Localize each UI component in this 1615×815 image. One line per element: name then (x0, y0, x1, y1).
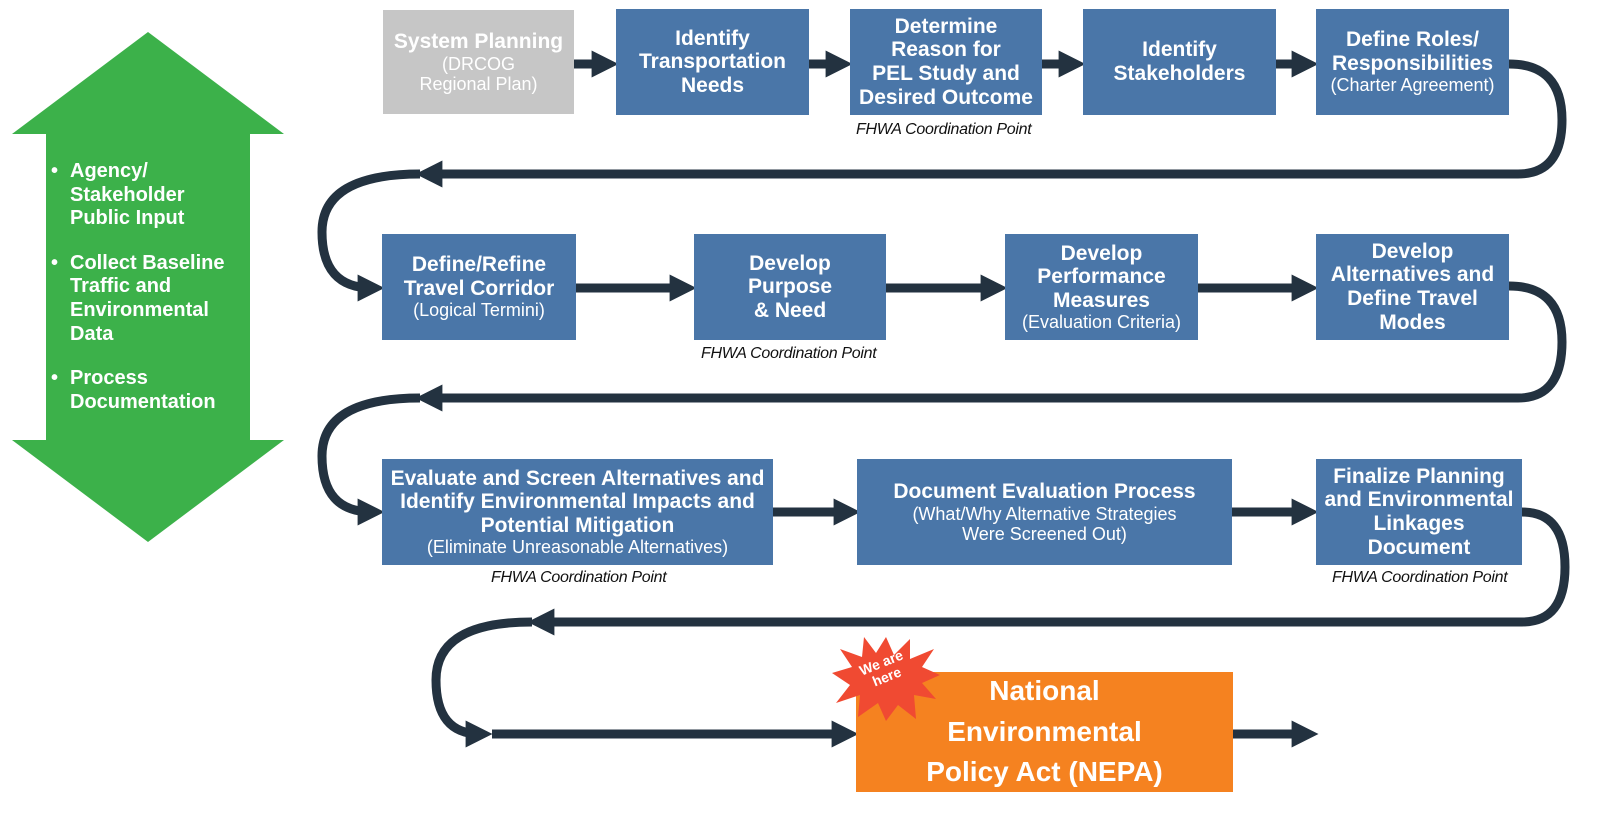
step-subtitle: (What/Why Alternative Strategies Were Sc… (912, 503, 1177, 544)
step-define-corridor: Define/Refine Travel Corridor (Logical T… (382, 234, 576, 340)
step-subtitle: (DRCOG Regional Plan) (419, 53, 538, 94)
step-title: Determine Reason for PEL Study and Desir… (859, 14, 1033, 109)
coordination-point-label: FHWA Coordination Point (701, 345, 877, 362)
step-title: Define Roles/ Responsibilities (1331, 28, 1494, 75)
step-purpose-need: Develop Purpose & Need (694, 234, 886, 340)
step-develop-alternatives: Develop Alternatives and Define Travel M… (1316, 234, 1509, 340)
return-curve-3 (431, 617, 533, 748)
return-line-2 (415, 281, 1567, 412)
step-title: Finalize Planning and Environmental Link… (1324, 464, 1514, 559)
return-curve-1 (317, 169, 421, 302)
return-line-1 (415, 59, 1567, 188)
return-line-3 (527, 507, 1570, 636)
step-title: Identify Stakeholders (1113, 38, 1246, 85)
step-performance-measures: Develop Performance Measures (Evaluation… (1005, 234, 1198, 340)
step-title: Develop Alternatives and Define Travel M… (1330, 239, 1495, 334)
step-document-evaluation: Document Evaluation Process (What/Why Al… (857, 459, 1232, 565)
step-title: Develop Purpose & Need (747, 251, 833, 322)
we-are-here-starburst (832, 637, 940, 721)
step-title: Document Evaluation Process (893, 480, 1196, 504)
step-subtitle: (Evaluation Criteria) (1021, 312, 1182, 333)
step-determine-reason: Determine Reason for PEL Study and Desir… (850, 9, 1042, 115)
step-identify-stakeholders: Identify Stakeholders (1083, 9, 1276, 115)
step-subtitle: (Eliminate Unreasonable Alternatives) (426, 537, 729, 558)
step-subtitle: (Charter Agreement) (1330, 75, 1495, 96)
step-title: Develop Performance Measures (1037, 241, 1166, 312)
side-activity-list: Agency/ Stakeholder Public Input Collect… (48, 160, 225, 435)
step-subtitle: (Logical Termini) (413, 300, 545, 321)
step-evaluate-screen: Evaluate and Screen Alternatives and Ide… (382, 459, 773, 565)
step-title: System Planning (393, 30, 564, 54)
step-title: Define/Refine Travel Corridor (403, 253, 555, 300)
side-item-process-documentation: Process Documentation (48, 367, 225, 414)
side-item-public-input: Agency/ Stakeholder Public Input (48, 160, 225, 231)
step-identify-needs: Identify Transportation Needs (616, 9, 809, 115)
step-title: National Environmental Policy Act (NEPA) (926, 675, 1163, 788)
step-finalize-pel: Finalize Planning and Environmental Link… (1316, 459, 1522, 565)
coordination-point-label: FHWA Coordination Point (491, 569, 667, 586)
step-system-planning: System Planning (DRCOG Regional Plan) (383, 10, 574, 114)
coordination-point-label: FHWA Coordination Point (1332, 569, 1508, 586)
step-title: Evaluate and Screen Alternatives and Ide… (390, 466, 765, 537)
step-title: Identify Transportation Needs (638, 26, 786, 97)
coordination-point-label: FHWA Coordination Point (856, 121, 1032, 138)
step-define-roles: Define Roles/ Responsibilities (Charter … (1316, 9, 1509, 115)
return-curve-2 (317, 393, 421, 526)
side-item-baseline-data: Collect Baseline Traffic and Environment… (48, 252, 225, 346)
